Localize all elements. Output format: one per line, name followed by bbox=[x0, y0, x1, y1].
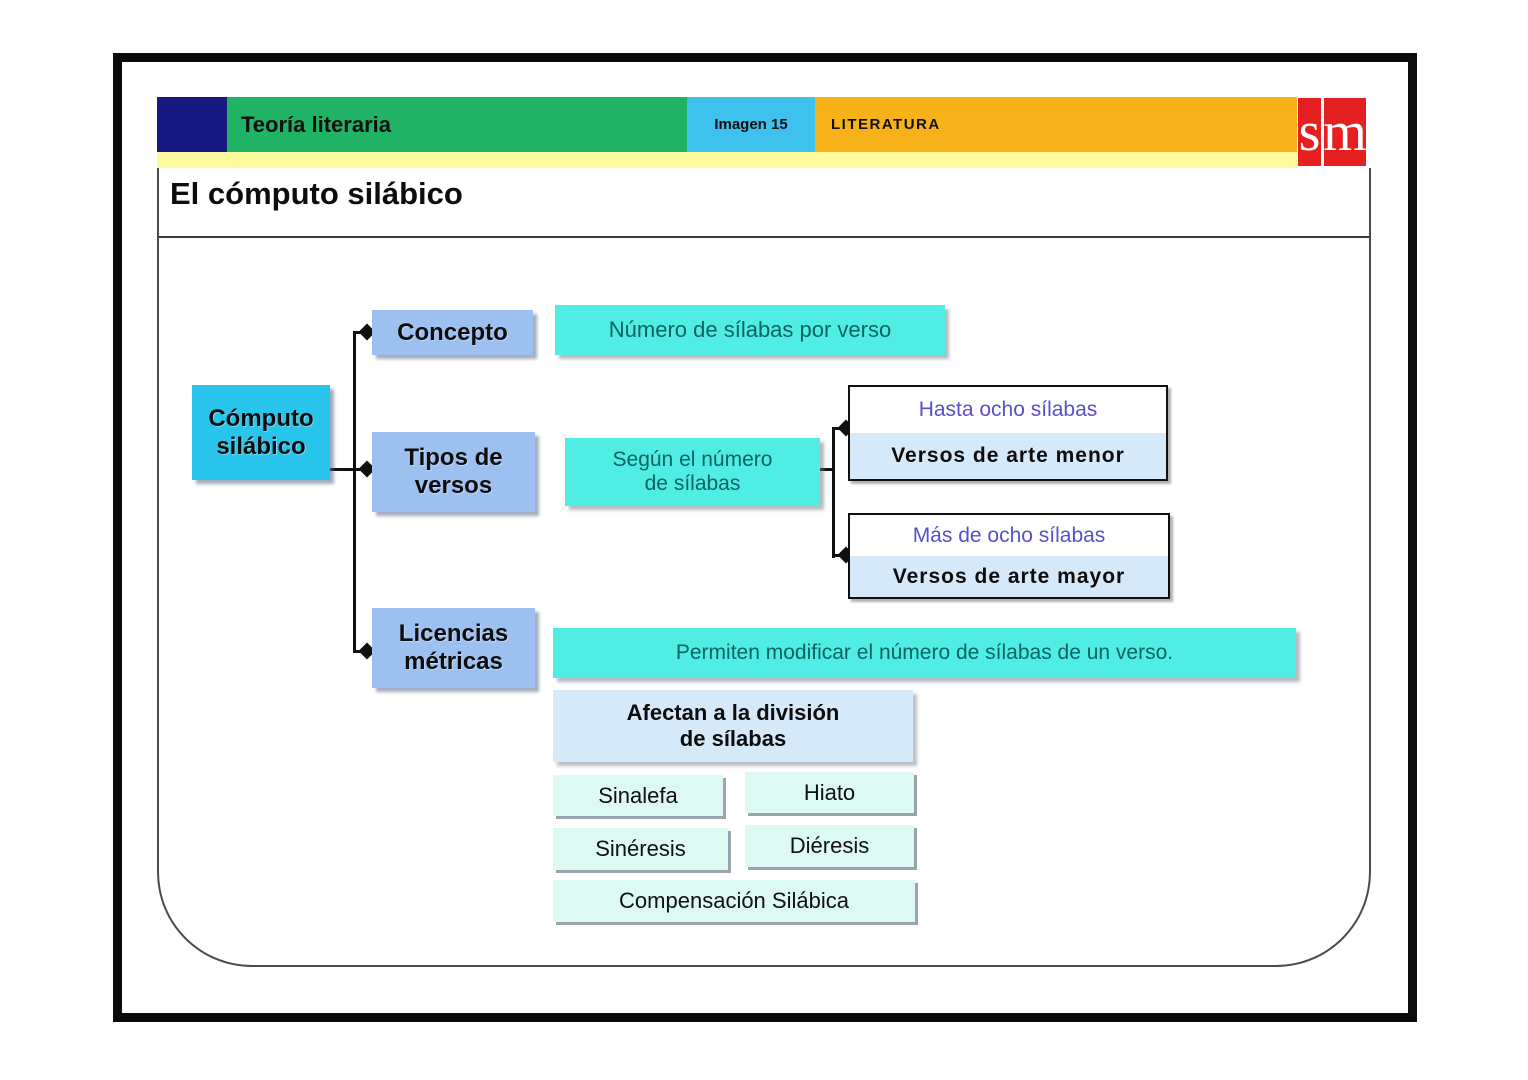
sm-logo-divider bbox=[1321, 98, 1324, 166]
subtype-arte-mayor-box: Más de ocho sílabas Versos de arte mayor bbox=[848, 513, 1170, 599]
branch-label-concepto: Concepto bbox=[372, 310, 533, 355]
name-versos-arte-menor: Versos de arte menor bbox=[850, 433, 1166, 479]
sm-logo-m: m bbox=[1323, 98, 1367, 166]
subtype-arte-menor-box: Hasta ocho sílabas Versos de arte menor bbox=[848, 385, 1168, 481]
license-sinalefa: Sinalefa bbox=[553, 775, 723, 816]
header-subject-bar: LITERATURA bbox=[815, 97, 1297, 152]
header-course-bar: Teoría literaria bbox=[227, 97, 687, 152]
subtree-line-stub bbox=[820, 468, 833, 471]
license-dieresis: Diéresis bbox=[745, 825, 914, 867]
note-afectan-division: Afectan a la división de sílabas bbox=[553, 690, 913, 762]
license-compensacion-silabica: Compensación Silábica bbox=[553, 880, 915, 922]
name-versos-arte-mayor: Versos de arte mayor bbox=[850, 556, 1168, 597]
tree-line-main-vertical bbox=[353, 331, 356, 653]
content-frame bbox=[157, 168, 1371, 967]
detail-permiten-modificar: Permiten modificar el número de sílabas … bbox=[553, 628, 1296, 678]
sm-logo: s m bbox=[1298, 98, 1367, 166]
image-number-label: Imagen 15 bbox=[714, 116, 788, 133]
header-yellow-strip bbox=[157, 152, 1297, 168]
header-image-badge: Imagen 15 bbox=[687, 97, 815, 152]
branch-label-tipos-de-versos: Tipos de versos bbox=[372, 432, 535, 512]
title-divider bbox=[157, 236, 1371, 238]
subtree-line-vertical bbox=[832, 427, 835, 558]
course-title: Teoría literaria bbox=[241, 111, 391, 137]
condition-mas-de-ocho: Más de ocho sílabas bbox=[850, 515, 1168, 556]
root-node-computo-silabico: Cómputo silábico bbox=[192, 385, 330, 480]
detail-numero-silabas: Número de sílabas por verso bbox=[555, 305, 945, 355]
tree-line-root-stub bbox=[330, 468, 353, 471]
header-navy-square bbox=[157, 97, 227, 152]
branch-label-licencias-metricas: Licencias métricas bbox=[372, 608, 535, 688]
subject-label: LITERATURA bbox=[831, 116, 941, 133]
license-sineresis: Sinéresis bbox=[553, 828, 728, 870]
detail-segun-numero: Según el número de sílabas bbox=[565, 438, 820, 506]
sm-logo-s: s bbox=[1298, 98, 1321, 166]
license-hiato: Hiato bbox=[745, 772, 914, 813]
condition-hasta-ocho: Hasta ocho sílabas bbox=[850, 387, 1166, 433]
